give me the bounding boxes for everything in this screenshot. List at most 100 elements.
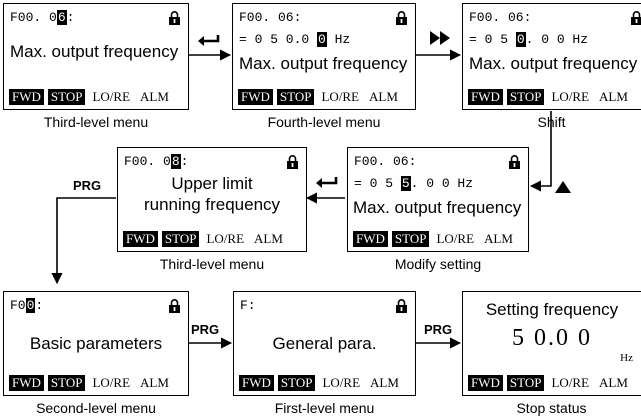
setting-frequency-title: Setting frequency [485, 300, 619, 319]
status-alm: ALM [369, 89, 398, 104]
parameter-code: F00. 08: [124, 154, 189, 169]
cursor-digit: 5 [400, 176, 411, 191]
arrow-prg-1 [51, 197, 116, 285]
status-stop: STOP [161, 231, 200, 247]
lock-icon [509, 155, 520, 169]
cursor-digit: 0 [515, 32, 526, 47]
status-fwd: FWD [9, 89, 44, 105]
status-alm: ALM [599, 89, 628, 104]
status-lore: LO/RE [92, 89, 131, 104]
status-lore: LO/RE [551, 89, 590, 104]
frequency-value: 5 0.0 0 [512, 325, 592, 351]
lock-icon [396, 11, 407, 25]
prg-label: PRG [73, 178, 102, 193]
status-alm: ALM [370, 375, 399, 390]
status-lore: LO/RE [322, 375, 361, 390]
status-fwd: FWD [239, 375, 274, 391]
status-lore: LO/RE [92, 375, 131, 390]
frequency-unit: Hz [620, 352, 633, 364]
parameter-value: = 0 5 0.0 0 Hz [239, 32, 351, 47]
status-alm: ALM [484, 231, 513, 246]
parameter-title: General para. [272, 334, 377, 353]
enter-key-icon [316, 177, 338, 188]
cursor-digit: 0 [25, 298, 36, 313]
parameter-title-line1: Upper limit [171, 174, 253, 193]
up-key-icon [555, 181, 571, 193]
parameter-code: F00. 06: [354, 154, 417, 169]
status-bar: FWD STOP LO/RE ALM [238, 89, 401, 105]
status-bar: FWD STOP LO/RE ALM [239, 375, 402, 391]
status-stop: STOP [506, 89, 545, 105]
lcd-third-level-menu-2: F00. 08: Upper limit running frequency F… [117, 147, 307, 252]
status-lore: LO/RE [206, 231, 245, 246]
parameter-code: F00: [10, 298, 44, 313]
status-bar: FWD STOP LO/RE ALM [9, 89, 172, 105]
status-fwd: FWD [468, 375, 503, 391]
status-fwd: FWD [353, 231, 388, 247]
shift-right-icon [430, 31, 450, 45]
lcd-modify-setting: F00. 06: = 0 5 5. 0 0 Hz Max. output fre… [347, 147, 529, 252]
status-alm: ALM [140, 89, 169, 104]
prg-label: PRG [424, 322, 453, 337]
lcd-stop-status: Setting frequency 5 0.0 0 Hz FWD STOP LO… [462, 291, 641, 396]
parameter-title: Basic parameters [29, 334, 163, 353]
prg-label: PRG [191, 322, 220, 337]
lcd-shift: F00. 06: = 0 5 0. 0 0 Hz Max. output fre… [462, 3, 641, 110]
lock-icon [396, 299, 407, 313]
status-fwd: FWD [123, 231, 158, 247]
status-stop: STOP [47, 89, 86, 105]
status-lore: LO/RE [551, 375, 590, 390]
lock-icon [631, 11, 641, 25]
lock-icon [169, 11, 180, 25]
lcd-fourth-level-menu: F00. 06: = 0 5 0.0 0 Hz Max. output freq… [232, 3, 416, 110]
lock-icon [169, 299, 180, 313]
status-alm: ALM [599, 375, 628, 390]
status-fwd: FWD [238, 89, 273, 105]
parameter-code: F00. 06: [469, 10, 532, 25]
status-lore: LO/RE [321, 89, 360, 104]
status-stop: STOP [277, 375, 316, 391]
cursor-digit: 6 [56, 10, 67, 25]
lock-icon [287, 155, 298, 169]
cursor-digit: 0 [317, 32, 327, 47]
status-stop: STOP [391, 231, 430, 247]
lcd-second-level-menu: F00: Basic parameters FWD STOP LO/RE ALM [3, 291, 189, 396]
caption: Stop status [516, 400, 587, 416]
parameter-title: Max. output frequency [469, 54, 638, 73]
caption: First-level menu [274, 400, 375, 416]
parameter-code: F00. 06: [10, 10, 75, 25]
parameter-value: = 0 5 0. 0 0 Hz [469, 32, 589, 47]
status-fwd: FWD [468, 89, 503, 105]
caption: Third-level menu [159, 256, 265, 272]
parameter-title: Max. output frequency [10, 42, 179, 61]
arrow-up-to-modify [529, 111, 552, 192]
parameter-value: = 0 5 5. 0 0 Hz [354, 176, 474, 191]
status-bar: FWD STOP LO/RE ALM [468, 375, 631, 391]
status-bar: FWD STOP LO/RE ALM [468, 89, 631, 105]
lcd-third-level-menu: F00. 06: Max. output frequency FWD STOP … [3, 3, 189, 110]
parameter-code: F00. 06: [239, 10, 302, 25]
status-fwd: FWD [9, 375, 44, 391]
parameter-code: F: [240, 298, 256, 313]
status-alm: ALM [140, 375, 169, 390]
parameter-title-line2: running frequency [143, 195, 281, 214]
lcd-first-level-menu: F: General para. FWD STOP LO/RE ALM [233, 291, 416, 396]
status-stop: STOP [276, 89, 315, 105]
enter-key-icon [198, 35, 220, 46]
status-alm: ALM [254, 231, 283, 246]
status-stop: STOP [506, 375, 545, 391]
status-lore: LO/RE [436, 231, 475, 246]
caption: Third-level menu [43, 114, 149, 130]
caption: Fourth-level menu [267, 114, 381, 130]
status-bar: FWD STOP LO/RE ALM [353, 231, 516, 247]
status-bar: FWD STOP LO/RE ALM [123, 231, 286, 247]
cursor-digit: 8 [170, 154, 181, 169]
parameter-title: Max. output frequency [353, 198, 522, 217]
caption: Modify setting [394, 256, 482, 272]
status-stop: STOP [47, 375, 86, 391]
status-bar: FWD STOP LO/RE ALM [9, 375, 172, 391]
parameter-title: Max. output frequency [239, 54, 408, 73]
caption: Second-level menu [36, 400, 156, 416]
